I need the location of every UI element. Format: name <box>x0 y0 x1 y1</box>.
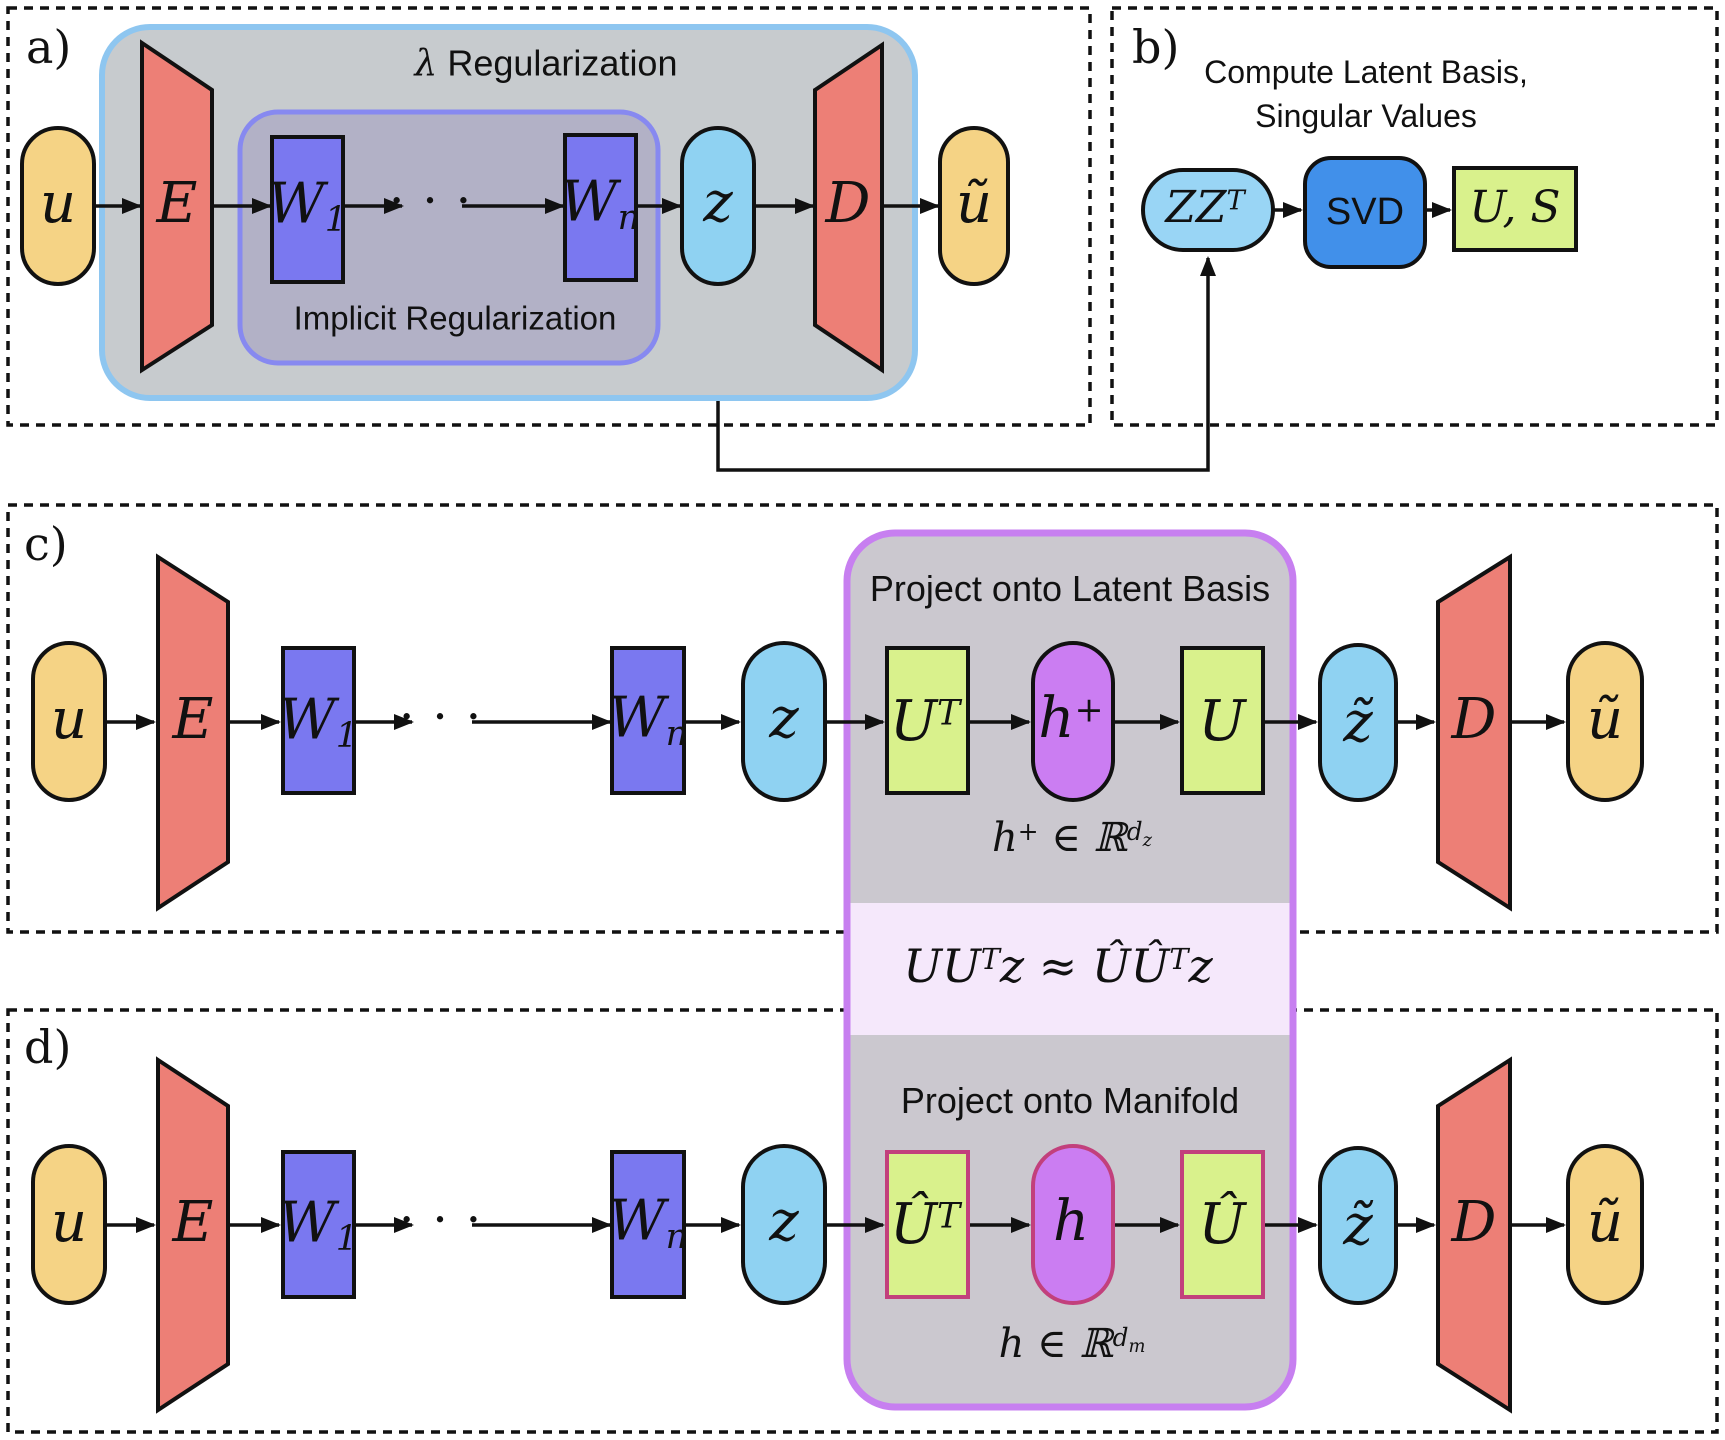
node-W1-c-label: W1 <box>278 687 358 756</box>
node-us-label: U, S <box>1469 182 1561 233</box>
decoder-trapezoid-c <box>1436 553 1512 912</box>
node-hplus-c-label: h+ <box>1038 686 1104 751</box>
encoder-trapezoid-a <box>140 39 214 374</box>
node-u-d-label: u <box>50 1190 88 1255</box>
node-ztilde-c-label: z̃ <box>1343 690 1373 755</box>
panel-b-tag: b) <box>1132 20 1180 74</box>
node-u-d <box>31 1144 107 1305</box>
node-Uhat-d <box>1180 1150 1265 1299</box>
node-zzt-label: ZZT <box>1165 182 1245 233</box>
node-UT-c <box>885 646 970 795</box>
node-UT-c-label: UT <box>889 689 961 754</box>
encoder-trapezoid-d <box>156 1056 230 1414</box>
node-hplus-c <box>1031 641 1115 802</box>
projection-container-border <box>843 529 1297 1411</box>
node-h-d <box>1031 1144 1115 1305</box>
panel-a-tag: a) <box>26 20 72 74</box>
projection-equivalence-equation: UUTz ≈ ÛÛTz <box>903 939 1213 993</box>
panel-d-tag: d) <box>24 1020 72 1074</box>
node-utilde-d <box>1566 1144 1644 1305</box>
node-Wn-a-label: Wn <box>560 169 640 238</box>
node-D-c-label: D <box>1451 687 1497 752</box>
node-u-a-label: u <box>39 171 77 236</box>
node-ztilde-c <box>1318 643 1398 802</box>
hplus-dimension-label: h+ ∈ ℝdz <box>991 815 1153 861</box>
node-U-c <box>1180 646 1265 795</box>
decoder-trapezoid-d <box>1436 1056 1512 1414</box>
node-ztilde-d <box>1318 1146 1398 1305</box>
project-manifold-label: Project onto Manifold <box>900 1080 1240 1121</box>
node-W1-a <box>270 135 345 284</box>
node-z-c-label: z <box>769 686 799 751</box>
node-z-c <box>741 641 827 802</box>
node-svd-label: SVD <box>1325 191 1405 233</box>
cdots-c: ⋅ ⋅ ⋅ <box>399 697 485 737</box>
panel-a-frame <box>6 6 1092 427</box>
node-E-a-label: E <box>156 171 198 236</box>
node-zzt <box>1141 168 1275 252</box>
lambda-regularization-label: λ Regularization <box>414 42 678 85</box>
h-dimension-label: h ∈ ℝdm <box>998 1321 1146 1367</box>
node-z-d <box>741 1144 827 1305</box>
implicit-regularization-label: Implicit Regularization <box>293 299 617 337</box>
node-u-c <box>31 641 107 802</box>
panel-c-tag: c) <box>24 517 68 571</box>
node-h-d-label: h <box>1052 1189 1090 1254</box>
node-z-a <box>680 126 756 286</box>
node-W1-c <box>281 646 356 795</box>
node-D-a-label: D <box>825 171 871 236</box>
node-E-c-label: E <box>172 687 214 752</box>
node-Wn-c-label: Wn <box>608 685 688 754</box>
node-UhatT-d-label: ÛT <box>889 1192 961 1257</box>
decoder-trapezoid-a <box>813 41 884 374</box>
node-Wn-d-label: Wn <box>608 1188 688 1257</box>
panel-c-frame <box>6 503 1719 934</box>
node-Wn-a <box>563 133 638 282</box>
node-W1-a-label: W1 <box>267 171 347 240</box>
node-z-a-label: z <box>703 170 733 235</box>
node-ztilde-d-label: z̃ <box>1343 1193 1373 1258</box>
node-utilde-a-label: ũ <box>955 171 993 236</box>
node-svd <box>1303 156 1427 269</box>
node-utilde-a <box>938 126 1010 286</box>
project-latent-basis-label: Project onto Latent Basis <box>869 568 1271 609</box>
node-UhatT-d <box>885 1150 970 1299</box>
cdots-a: ⋅ ⋅ ⋅ <box>389 181 475 221</box>
node-U-c-label: U <box>1198 689 1246 754</box>
equation-band-bg <box>847 903 1293 1035</box>
node-us <box>1452 166 1578 252</box>
cdots-d: ⋅ ⋅ ⋅ <box>399 1200 485 1240</box>
node-Wn-d <box>610 1150 686 1299</box>
node-W1-d <box>281 1150 356 1299</box>
node-Uhat-d-label: Û <box>1198 1192 1246 1257</box>
node-utilde-d-label: ũ <box>1586 1190 1624 1255</box>
node-W1-d-label: W1 <box>278 1190 358 1259</box>
node-E-d-label: E <box>172 1190 214 1255</box>
node-z-d-label: z <box>769 1189 799 1254</box>
node-utilde-c-label: ũ <box>1586 687 1624 752</box>
panel-b-title: Compute Latent Basis,Singular Values <box>1204 54 1528 134</box>
encoder-trapezoid-c <box>156 553 230 912</box>
node-utilde-c <box>1566 641 1644 802</box>
node-u-c-label: u <box>50 687 88 752</box>
node-u-a <box>20 126 96 286</box>
node-D-d-label: D <box>1451 1190 1497 1255</box>
node-Wn-c <box>610 646 686 795</box>
